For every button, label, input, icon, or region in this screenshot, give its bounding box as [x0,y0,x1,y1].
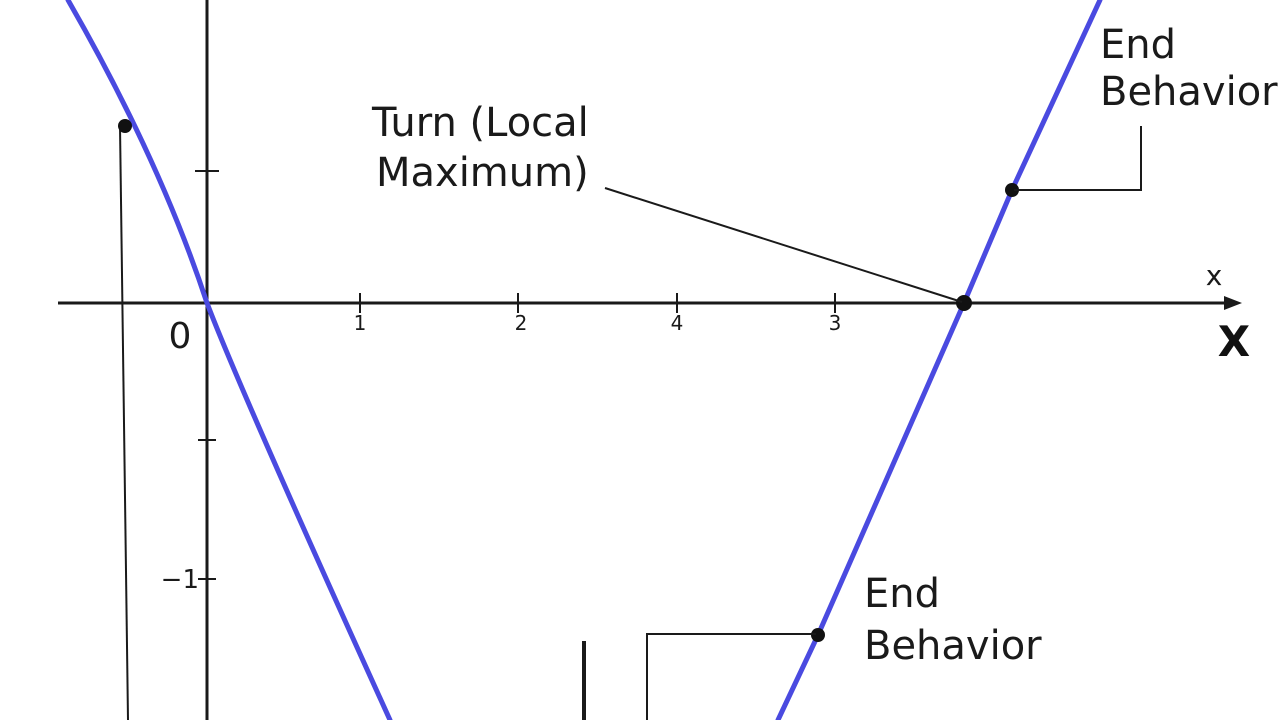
left-guide-line [119,125,129,720]
x-tick-label-1: 1 [354,311,367,335]
end-behavior-bottom-leader [646,633,816,720]
x-axis-label-large: X [1218,317,1250,366]
origin-label: 0 [169,316,192,357]
x-axis-arrowhead [1224,296,1242,310]
y-tick-label-neg1: −1 [161,565,199,595]
x-tick-label-3: 4 [671,311,684,335]
end-behavior-point-top [1005,183,1019,197]
x-tick-label-4: 3 [829,311,842,335]
turn-leader-line [604,187,963,303]
end-behavior-bottom-line1: End [864,571,940,617]
x-tick-label-2: 2 [515,311,528,335]
x-axis-label-small: x [1206,259,1223,292]
end-behavior-point-bottom [811,628,825,642]
end-behavior-top-line2: Behavior [1100,69,1278,115]
turn-label-line1: Turn (Local [371,100,589,146]
turn-label-line2: Maximum) [376,150,589,196]
end-behavior-top-line1: End [1100,22,1176,68]
end-behavior-top-leader [1014,126,1142,191]
curve-point-left [118,119,132,133]
polynomial-curve-left [65,0,393,720]
end-behavior-bottom-line2: Behavior [864,623,1042,669]
turn-point [956,295,972,311]
